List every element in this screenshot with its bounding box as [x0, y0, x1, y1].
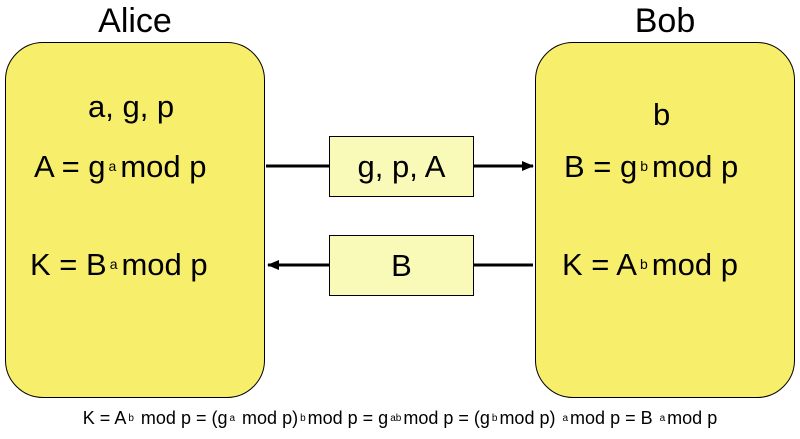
eq-part-4: mod p = g [307, 408, 389, 428]
eq-exp-1: b [128, 413, 134, 424]
eq-part-7: mod p = B [570, 408, 653, 428]
eq-exp-5: b [491, 413, 498, 424]
alice-shared-key-exponent: a [109, 256, 118, 272]
eq-part-5: mod p = (g [403, 408, 490, 428]
alice-params: a, g, p [88, 89, 175, 124]
bob-public-key-exponent: b [640, 158, 649, 174]
eq-part-6: mod p) [499, 408, 556, 428]
alice-shared-key-mod: mod p [121, 247, 208, 282]
eq-part-8: mod p [667, 408, 718, 428]
bob-shared-key-mod: mod p [651, 247, 738, 282]
eq-part-2: mod p = (g [140, 408, 228, 428]
bob-public-key-mod: mod p [652, 149, 739, 184]
eq-part-1: K = A [82, 408, 127, 428]
eq-part-3: mod p) [242, 408, 299, 428]
bob-params: b [653, 97, 671, 132]
eq-exp-6: a [562, 413, 569, 424]
alice-title: Alice [98, 2, 172, 40]
eq-exp-7: a [659, 413, 666, 424]
bob-shared-key-base: K = A [562, 247, 637, 282]
message-to-bob: g, p, A [329, 136, 474, 197]
eq-exp-4: ab [390, 413, 402, 424]
bob-title: Bob [634, 2, 696, 40]
alice-public-key-mod: mod p [120, 149, 207, 184]
message-to-alice: B [329, 235, 474, 296]
bob-shared-key-exponent: b [639, 256, 648, 272]
eq-exp-2: a [229, 413, 236, 424]
eq-exp-3: b [300, 413, 306, 424]
bob-public-key-base: B = g [564, 149, 638, 184]
alice-public-key-exponent: a [108, 158, 117, 174]
alice-public-key-base: A = g [34, 149, 106, 184]
alice-shared-key-base: K = B [30, 247, 107, 282]
